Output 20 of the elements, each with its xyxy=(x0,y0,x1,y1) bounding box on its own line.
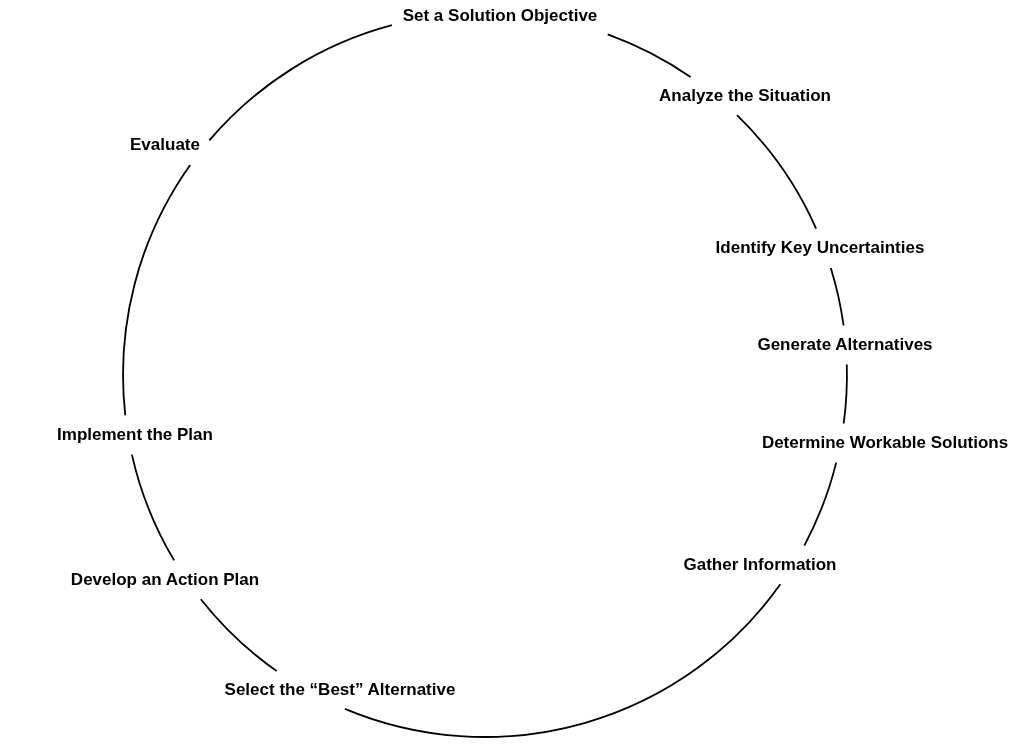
step-label: Identify Key Uncertainties xyxy=(712,236,928,260)
step-label: Develop an Action Plan xyxy=(67,568,263,592)
step-label: Implement the Plan xyxy=(54,423,216,447)
connector-arc xyxy=(803,461,838,547)
connector-arc xyxy=(122,164,192,417)
connector-arc xyxy=(606,33,692,78)
connector-arc xyxy=(829,267,845,327)
step-label: Gather Information xyxy=(680,553,840,577)
step-label: Select the “Best” Alternative xyxy=(221,678,459,702)
connector-arc xyxy=(842,363,848,425)
connector-arc xyxy=(736,114,817,230)
step-label: Determine Workable Solutions xyxy=(758,431,1012,455)
step-label: Analyze the Situation xyxy=(656,84,834,108)
connector-arc xyxy=(344,583,782,738)
step-label: Set a Solution Objective xyxy=(399,4,601,28)
connector-arc xyxy=(208,24,393,142)
step-label: Evaluate xyxy=(127,133,203,157)
connector-arc xyxy=(131,453,175,562)
connector-arc xyxy=(199,598,278,672)
step-label: Generate Alternatives xyxy=(754,333,936,357)
